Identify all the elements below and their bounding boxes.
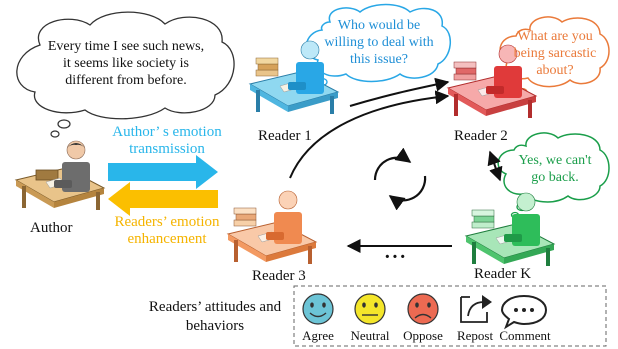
reader1-thought-line3: this issue? [350,52,408,67]
legend-title-line1: Readers’ attitudes and [148,299,282,315]
author-figure [14,140,106,210]
share-arrow-icon [460,295,492,323]
reader2-label: Reader 2 [454,128,508,144]
neutral-face-icon [354,293,386,325]
legend-label-comment: Comment [499,328,551,343]
reader1-thought-line2: willing to deal with [324,35,434,50]
reader2-thought-text: What are you being sarcastic about? [500,28,610,79]
legend-label-agree: Agree [302,328,334,343]
transmission-label-line1: Author’ s emotion [112,124,222,140]
reader1-figure [248,40,340,114]
enhancement-arrow [108,182,218,216]
legend-title: Readers’ attitudes and behaviors [130,298,300,336]
author-thought-line1: Every time I see such news, [47,39,205,54]
author-thought-line3: different from before. [65,73,187,88]
ellipsis-marker: ··· [384,246,408,268]
legend-box [293,285,607,347]
author-thought-text: Every time I see such news, it seems lik… [28,38,224,89]
speech-bubble-icon [500,294,548,330]
author-thought-line2: it seems like society is [63,56,189,71]
transmission-label-line2: transmission [129,141,205,157]
reader2-figure [446,44,538,118]
oppose-face-icon [407,293,439,325]
enhancement-label-line1: Readers’ emotion [114,214,220,230]
transmission-arrow [108,155,218,189]
reader3-label: Reader 3 [252,268,306,284]
refresh-cycle-icon [373,147,427,211]
readerk-thought-line1: Yes, we can't [518,153,592,168]
readerk-thought-line2: go back. [531,170,579,185]
reader3-figure [226,190,318,264]
reader1-thought-text: Who would be willing to deal with this i… [312,17,446,68]
reader1-label: Reader 1 [258,128,312,144]
enhancement-label: Readers’ emotion enhancement [92,214,242,248]
legend-label-repost: Repost [456,328,494,343]
author-label: Author [30,220,73,236]
author-thought-cloud [16,11,235,138]
readerk-thought-text: Yes, we can't go back. [500,152,610,186]
legend-title-line2: behaviors [185,318,245,334]
reader2-readerk-arrow [487,150,503,182]
readerk-label: Reader K [474,266,532,282]
reader1-thought-line1: Who would be [337,18,421,33]
transmission-label: Author’ s emotion transmission [92,124,242,158]
reader2-thought-line2: being sarcastic [513,46,597,61]
reader3-to-reader2-arrow [289,90,450,179]
legend-label-oppose: Oppose [403,328,443,343]
enhancement-label-line2: enhancement [127,231,207,247]
reader1-to-reader2-arrow [349,77,450,107]
reader2-thought-line3: about? [536,63,574,78]
readerk-figure [464,192,556,266]
reader2-thought-line1: What are you [517,29,593,44]
legend-label-neutral: Neutral [350,328,390,343]
agree-face-icon [302,293,334,325]
